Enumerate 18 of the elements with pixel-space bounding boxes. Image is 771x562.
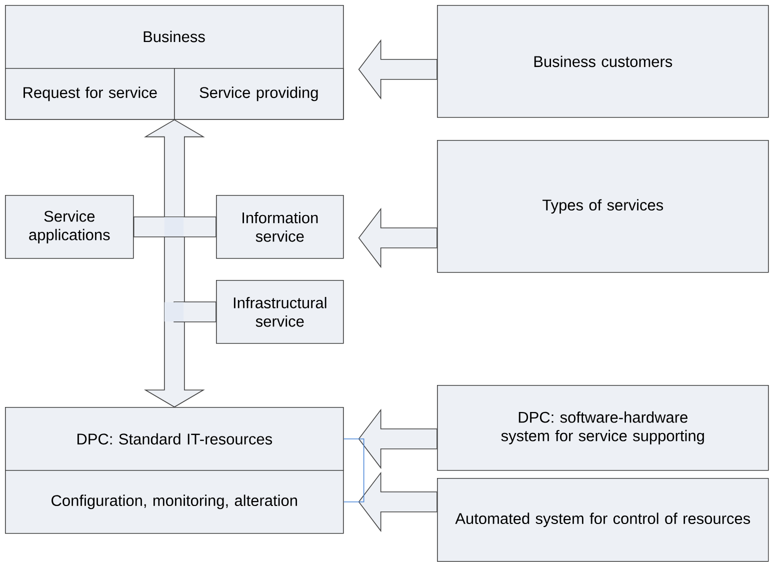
block-arrow <box>358 408 438 470</box>
block-arrow <box>358 208 438 268</box>
process-box: DPC: Standard IT-resources <box>5 407 344 471</box>
process-box: Service applications <box>5 195 134 259</box>
process-box: Configuration, monitoring, alteration <box>5 470 344 534</box>
block-arrow <box>358 39 438 100</box>
connector-band <box>164 302 216 322</box>
bracket-line <box>343 438 364 502</box>
process-box: Infrastructural service <box>216 280 344 344</box>
split-cell: Service providing <box>174 68 344 120</box>
process-box: DPC: software-hardware system for service supporting <box>437 385 769 471</box>
process-box: Automated system for control of resources <box>437 478 769 562</box>
process-box: Business customers <box>437 5 769 118</box>
process-box: Information service <box>216 195 344 259</box>
block-arrow <box>358 472 438 532</box>
split-cell: Request for service <box>5 68 175 120</box>
process-box: Types of services <box>437 140 769 273</box>
connector-band <box>133 216 216 238</box>
